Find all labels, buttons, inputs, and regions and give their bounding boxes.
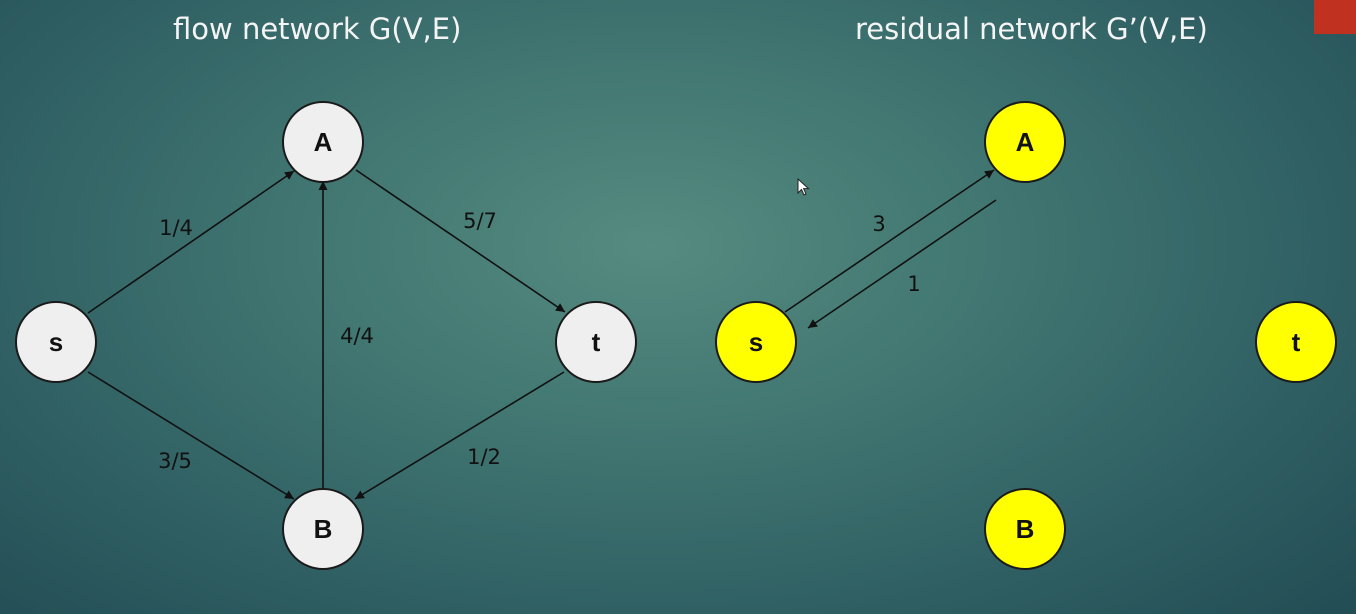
flow-network-edges [87,169,566,500]
residual-edge-s-a [784,169,995,313]
residual-edge-label-a-s: 1 [907,272,920,296]
residual-network-title: residual network G’(V,E) [855,12,1208,46]
residual-node-s-label: s [749,327,763,357]
mouse-pointer-icon [797,177,810,196]
flow-edge-label-t-b: 1/2 [467,445,501,469]
residual-node-b-label: B [1016,514,1035,544]
residual-network-nodes: s A B t [715,101,1337,570]
flow-network-title: flow network G(V,E) [173,12,462,46]
residual-node-b[interactable]: B [984,488,1066,570]
flow-node-t[interactable]: t [555,301,637,383]
residual-node-b-circle [984,488,1066,570]
flow-edge-label-s-b: 3/5 [158,449,192,473]
residual-network-edges [784,169,997,329]
flow-node-a-circle [282,101,364,183]
residual-node-t-label: t [1292,327,1301,357]
flow-node-t-label: t [592,327,601,357]
flow-edge-label-s-a: 1/4 [159,216,193,240]
residual-node-a-circle [984,101,1066,183]
residual-network-edge-labels: 3 1 [872,212,920,296]
flow-node-b-label: B [314,514,333,544]
flow-edge-label-b-a: 4/4 [340,324,374,348]
flow-node-b-circle [282,488,364,570]
flow-node-s-label: s [49,327,63,357]
flow-node-b[interactable]: B [282,488,364,570]
residual-node-s[interactable]: s [715,301,797,383]
residual-node-t-circle [1255,301,1337,383]
flow-node-t-circle [555,301,637,383]
flow-node-s-circle [15,301,97,383]
flow-edge-t-b [354,371,565,500]
residual-node-a-label: A [1016,127,1035,157]
flow-edge-label-a-t: 5/7 [463,209,497,233]
flow-edge-a-t [355,169,566,313]
residual-node-t[interactable]: t [1255,301,1337,383]
residual-edge-label-s-a: 3 [872,212,885,236]
flow-node-s[interactable]: s [15,301,97,383]
residual-edge-a-s [807,199,997,329]
flow-network-nodes: s A B t [15,101,637,570]
flow-edge-s-b [87,371,295,500]
flow-edge-s-a [87,170,295,314]
corner-accent-tab [1314,0,1356,34]
residual-node-s-circle [715,301,797,383]
flow-node-a[interactable]: A [282,101,364,183]
residual-node-a[interactable]: A [984,101,1066,183]
flow-node-a-label: A [314,127,333,157]
flow-network-edge-labels: 1/4 3/5 4/4 5/7 1/2 [158,209,501,473]
